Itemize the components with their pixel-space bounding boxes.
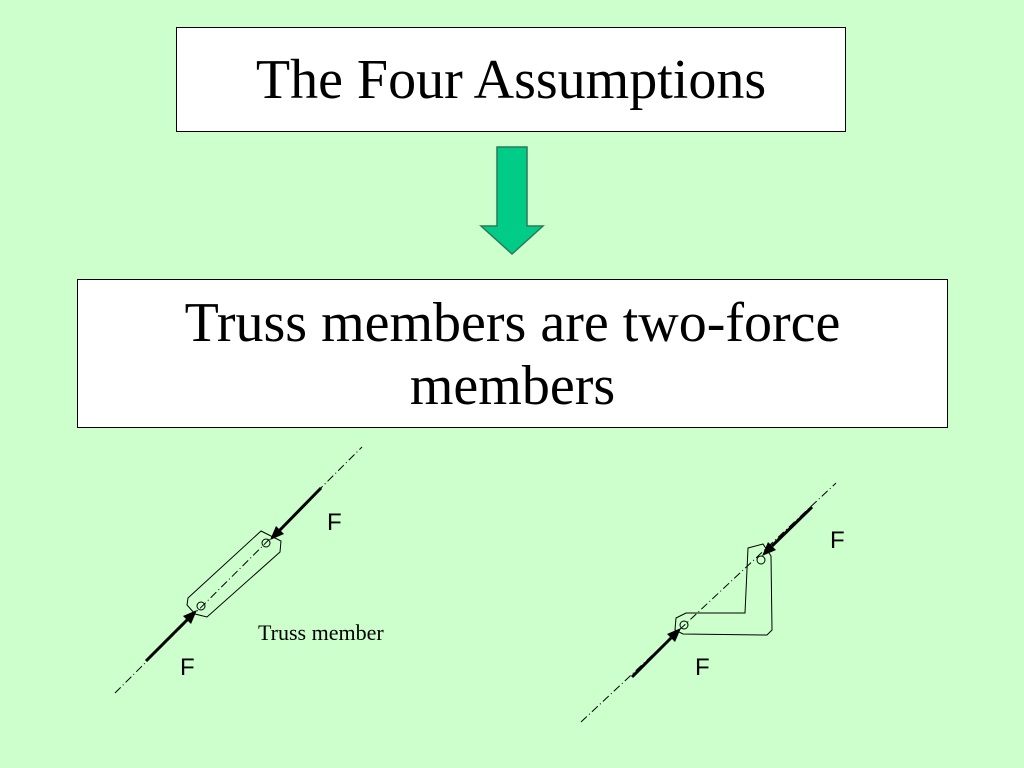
force-label-top-right: F: [830, 527, 845, 554]
title-box: The Four Assumptions: [176, 27, 846, 132]
force-label-bottom-right: F: [695, 654, 710, 681]
down-arrow-icon: [479, 146, 545, 256]
statement-line-1: Truss members are two-force: [184, 292, 841, 354]
force-arrowhead-bottom: [183, 610, 197, 624]
force-label-bottom: F: [180, 654, 195, 681]
bent-member-diagram: F F: [580, 482, 845, 723]
force-arrowhead-bottom-right: [667, 628, 681, 642]
pin-top-right: [756, 555, 766, 565]
statement-line-2: members: [409, 355, 616, 417]
line-of-action-right: [580, 482, 837, 723]
straight-member-diagram: F F Truss member: [114, 446, 384, 694]
force-arrow-bottom: [144, 617, 190, 663]
force-arrow-top: [277, 486, 323, 533]
force-arrowhead-top: [270, 526, 284, 540]
force-arrow-bottom-right: [630, 636, 673, 679]
force-arrow-top-right: [770, 505, 814, 548]
truss-member-caption: Truss member: [258, 620, 384, 645]
pin-bottom: [196, 601, 206, 611]
force-arrowhead-top-right: [762, 542, 776, 556]
force-label-top: F: [327, 509, 342, 536]
statement-box: Truss members are two-force members: [77, 279, 948, 428]
slide-title: The Four Assumptions: [255, 49, 767, 111]
member-body: [186, 530, 282, 618]
pin-bottom-right: [679, 620, 689, 630]
pin-top: [261, 538, 271, 548]
